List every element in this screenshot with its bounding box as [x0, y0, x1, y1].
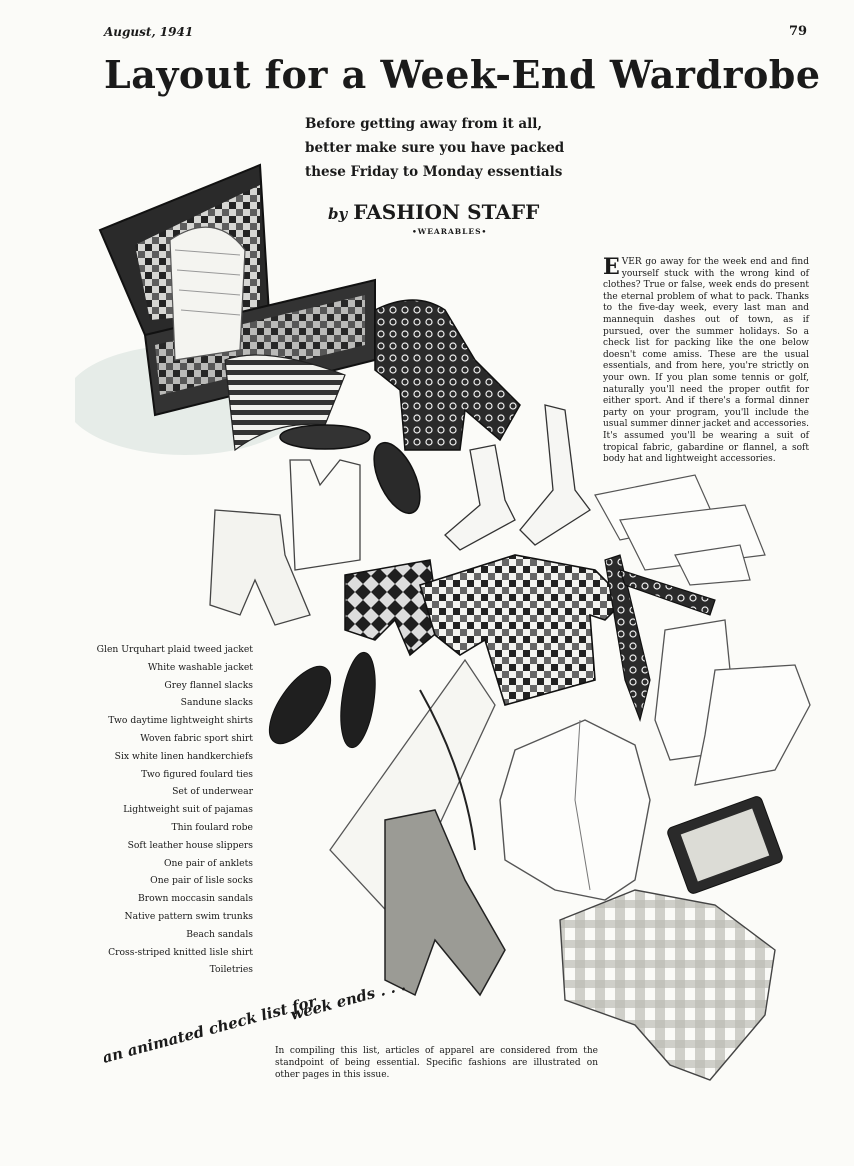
- tweed-jacket-icon: [559, 889, 776, 1081]
- checklist-item: Woven fabric sport shirt: [140, 732, 253, 744]
- underwear-icon: [209, 459, 361, 626]
- checklist-item: Cross-striped knitted lisle shirt: [108, 946, 253, 958]
- wardrobe-illustration: [75, 163, 811, 1081]
- checklist-item: Toiletries: [209, 964, 253, 976]
- checklist-item: One pair of anklets: [163, 857, 253, 869]
- checklist-item: Beach sandals: [186, 928, 253, 940]
- tagline: an animated check list for week ends . .…: [104, 976, 407, 1065]
- intro-dropcap: E: [603, 254, 620, 280]
- sandals-icon: [268, 651, 376, 749]
- socks-icon: [444, 404, 591, 551]
- checklist-item: Lightweight suit of pajamas: [123, 804, 253, 816]
- section-label: •WEARABLES•: [412, 227, 488, 236]
- checklist-item: Brown moccasin sandals: [137, 893, 253, 905]
- checklist-item: Soft leather house slippers: [127, 839, 253, 851]
- dek-line: Before getting away from it all,: [305, 116, 543, 132]
- byline-prefix: by: [328, 205, 348, 223]
- toiletries-icon: [667, 796, 783, 894]
- checklist-item: Sandune slacks: [180, 697, 253, 709]
- intro-body: VER go away for the week end and find yo…: [603, 257, 809, 465]
- checklist-item: Two figured foulard ties: [141, 768, 253, 780]
- byline-author: FASHION STAFF: [353, 200, 540, 224]
- shirts-icon: [654, 619, 811, 786]
- page-number: 79: [789, 24, 808, 39]
- slacks-icon: [329, 658, 506, 997]
- checklist-item: Set of underwear: [172, 786, 253, 798]
- checklist-item: Native pattern swim trunks: [124, 910, 253, 922]
- dek: Before getting away from it all, better …: [305, 112, 610, 184]
- dek-line: these Friday to Monday essentials: [305, 164, 563, 180]
- checklist-item: Grey flannel slacks: [164, 679, 253, 691]
- checklist-item: One pair of lisle socks: [150, 875, 253, 887]
- sport-shirt-icon: [419, 554, 627, 706]
- headline: Layout for a Week-End Wardrobe: [104, 52, 821, 97]
- white-jacket-icon: [499, 719, 651, 901]
- dek-line: better make sure you have packed: [305, 140, 565, 156]
- handkerchiefs-icon: [594, 474, 766, 586]
- robe-icon: [374, 299, 521, 451]
- checklist: Glen Urquhart plaid tweed jacket White w…: [60, 641, 253, 979]
- swim-trunks-icon: [344, 559, 441, 657]
- byline: by FASHION STAFF: [328, 200, 539, 224]
- caption: In compiling this list, articles of appa…: [275, 1046, 598, 1080]
- ties-icon: [604, 554, 716, 723]
- checklist-item: White washable jacket: [147, 661, 253, 673]
- checklist-item: Glen Urquhart plaid tweed jacket: [96, 644, 253, 655]
- checklist-item: Two daytime lightweight shirts: [108, 715, 253, 727]
- checklist-item: Thin foulard robe: [171, 821, 253, 833]
- suitcase-icon: [98, 163, 376, 452]
- checklist-item: Six white linen handkerchiefs: [114, 750, 253, 762]
- header-date: August, 1941: [104, 25, 194, 39]
- slippers-icon: [279, 424, 421, 515]
